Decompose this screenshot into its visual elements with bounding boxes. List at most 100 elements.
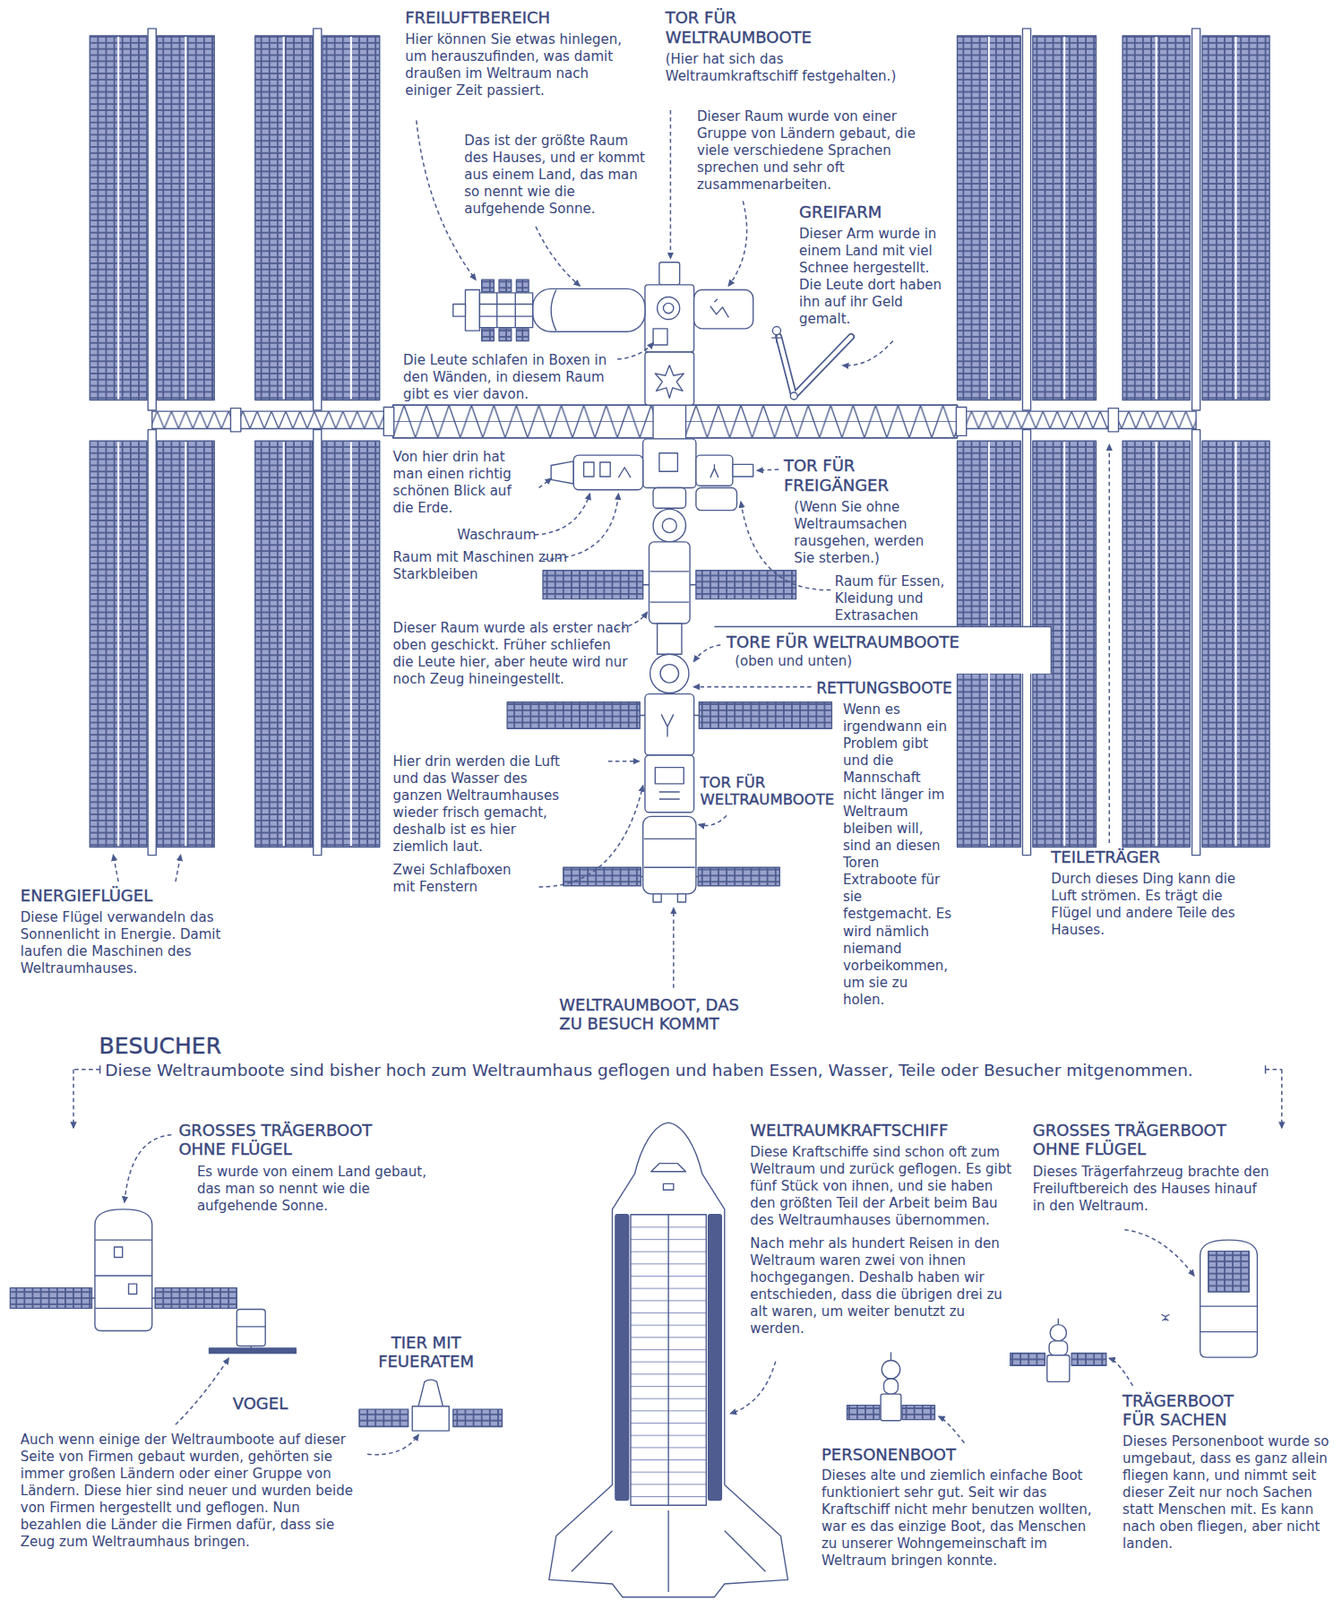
callout-note: Das ist der größte Raum des Hauses, und …	[464, 132, 650, 218]
callout-heading: ENERGIEFLÜGEL	[20, 886, 153, 906]
section-intro: Diese Weltraumboote sind bisher hoch zum…	[104, 1059, 1193, 1082]
station-module	[600, 462, 611, 477]
solar-wing	[147, 430, 156, 856]
station-module	[644, 838, 696, 868]
leader-line	[731, 1361, 776, 1414]
callout-heading: TOR FÜR WELTRAUMBOOTE	[700, 774, 840, 810]
station-module	[661, 714, 674, 737]
station-module	[653, 894, 662, 903]
callout-note: Diese Kraftschiffe sind schon oft zum We…	[749, 1144, 1021, 1230]
station-module	[677, 894, 686, 903]
station-module	[650, 571, 689, 603]
station-module	[696, 488, 738, 511]
cargo-ship	[236, 1309, 266, 1347]
callout-note: Wenn es irgendwann ein Problem gibt und …	[843, 701, 954, 1009]
callout-note: Dieses alte und ziemlich einfache Boot f…	[821, 1467, 1106, 1570]
callout-heading: GREIFARM	[799, 202, 882, 223]
solar-wing	[313, 430, 322, 856]
leader-line	[72, 1069, 74, 1128]
cargo-ship	[1058, 1318, 1059, 1325]
station-illustration	[9, 28, 1282, 1598]
callout-heading: TIER MIT FEUERATEM	[361, 1333, 490, 1372]
callout-note: Auch wenn einige der Weltraumboote auf d…	[20, 1431, 358, 1551]
station-module	[618, 467, 631, 478]
leader-line	[617, 343, 654, 360]
leader-line	[938, 1416, 964, 1444]
callout-note: Hier können Sie etwas hinlegen, um herau…	[404, 31, 628, 100]
callout-note: Dieser Raum wurde von einer Gruppe von L…	[696, 108, 927, 194]
callout-note: Die Leute schlafen in Boxen in den Wände…	[403, 352, 623, 404]
station-module	[710, 299, 730, 319]
station-module	[481, 279, 495, 293]
crew-ship	[847, 1351, 936, 1420]
callout-note: (oben und unten)	[734, 653, 852, 671]
cargo-ship	[1071, 1353, 1107, 1367]
callout-heading: TEILETRÄGER	[1050, 847, 1161, 868]
callout-note: Raum mit Maschinen zum Starkbleiben	[393, 549, 572, 584]
space-shuttle	[651, 1163, 687, 1172]
leader-line	[175, 855, 181, 883]
station-module	[643, 438, 697, 489]
callout-heading: PERSONENBOOT	[821, 1445, 956, 1465]
leader-line	[1281, 1069, 1282, 1128]
callout-note: Von hier drin hat man einen richtig schö…	[393, 448, 537, 517]
cargo-ship	[94, 1209, 153, 1332]
cargo-ship	[1161, 1314, 1170, 1321]
robot-arm	[778, 336, 852, 396]
callout-heading: GROSSES TRÄGERBOOT OHNE FLÜGEL	[178, 1120, 413, 1160]
cargo-ship	[1049, 1324, 1067, 1342]
truss	[152, 404, 1196, 439]
callout-heading: TORE FÜR WELTRAUMBOOTE	[726, 632, 960, 653]
cargo-ship	[1010, 1353, 1046, 1367]
bracket-frame	[714, 626, 1051, 673]
station-module	[516, 279, 529, 293]
station-module	[732, 464, 754, 477]
callout-heading: VOGEL	[232, 1393, 289, 1414]
callout-note: Waschraum	[456, 526, 536, 544]
callout-note: Hier drin werden die Luft und das Wasser…	[393, 753, 568, 856]
leader-line	[728, 200, 747, 286]
callout-note: Diese Flügel verwandeln das Sonnenlicht …	[20, 909, 261, 978]
station-module	[498, 279, 512, 293]
leader-line	[757, 469, 779, 471]
cargo-ship	[209, 1348, 297, 1354]
station-module	[643, 816, 697, 895]
station-module	[698, 702, 832, 730]
callout-note: (Wenn Sie ohne Weltraumsachen rausgehen,…	[793, 498, 938, 568]
station-module	[550, 290, 557, 332]
callout-heading: WELTRAUMBOOT, DAS ZU BESUCH KOMMT	[559, 995, 749, 1034]
callout-note: Zwei Schlafboxen mit Fenstern	[393, 861, 537, 896]
callout-note: Durch dieses Ding kann die Luft strömen.…	[1050, 870, 1245, 939]
callout-heading: WELTRAUMKRAFTSCHIFF	[749, 1120, 948, 1141]
station-module	[507, 702, 640, 730]
leader-line	[73, 110, 1282, 1455]
solar-wing	[313, 28, 322, 411]
cargo-ship	[412, 1406, 449, 1431]
station-module	[645, 284, 695, 353]
station-module	[464, 290, 480, 332]
bracket-frame	[714, 626, 1051, 673]
callout-heading: TOR FÜR WELTRAUMBOOTE	[665, 8, 825, 47]
station-module	[659, 262, 680, 285]
solar-wing	[1192, 28, 1201, 411]
station-module	[650, 653, 689, 693]
solar-wing	[118, 36, 1236, 846]
leader-line	[534, 493, 591, 535]
cargo-ship	[154, 1288, 237, 1309]
station-module	[660, 664, 680, 684]
leader-line	[1124, 1230, 1194, 1276]
cargo-ship	[453, 1409, 503, 1427]
robot-arm	[790, 392, 798, 400]
leader-line	[367, 1435, 419, 1455]
station-module	[657, 623, 682, 654]
station-module	[645, 694, 695, 756]
leader-line	[608, 760, 639, 762]
station-module	[649, 541, 691, 624]
callout-note: Nach mehr als hundert Reisen in den Welt…	[749, 1235, 1021, 1338]
station-module	[645, 755, 695, 813]
station-module	[653, 508, 686, 542]
cargo-ship	[129, 1283, 138, 1294]
callout-note: Dieses Trägerfahrzeug brachte den Freilu…	[1032, 1163, 1274, 1215]
leader-line	[124, 1135, 172, 1203]
station-module	[653, 328, 668, 345]
